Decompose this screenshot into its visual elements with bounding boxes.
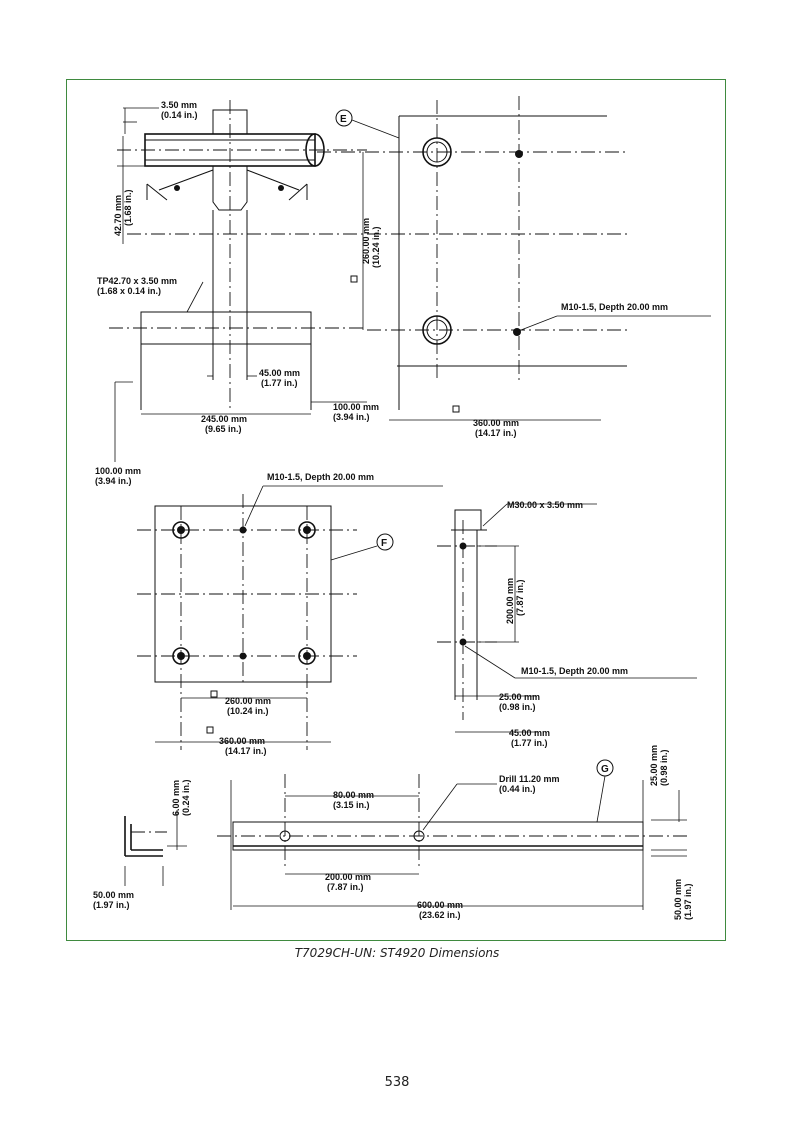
dim-g-flange-in: (1.97 in.) [93,900,130,910]
page-number: 538 [384,1075,410,1090]
dim-g-height-mm: 25.00 mm [649,745,659,786]
callout-e: E [340,114,347,125]
thread-spec-e: M10-1.5, Depth 20.00 mm [561,302,668,312]
dim-side-in: (3.94 in.) [333,412,370,422]
dim-g-length-in: (23.62 in.) [419,910,461,920]
dim-f-width-in: (14.17 in.) [225,746,267,756]
callout-g: G [601,764,609,775]
dim-height-in: (10.24 in.) [371,226,381,268]
figure-caption: T7029CH-UN: ST4920 Dimensions [294,946,500,960]
dim-g-thick-mm: 6.00 mm [171,780,181,816]
callout-f: F [381,538,387,549]
dim-g-first-in: (3.15 in.) [333,800,370,810]
dim-f-thick-in: (0.98 in.) [499,702,536,712]
dim-f-width-mm: 360.00 mm [219,736,265,746]
dim-f-height-in: (7.87 in.) [515,579,525,616]
nut-spec: M30.00 x 3.50 mm [507,500,583,510]
dimension-drawing: 3.50 mm (0.14 in.) 42.70 mm (1.68 in.) T… [93,96,711,920]
dim-g-first-mm: 80.00 mm [333,790,374,800]
dim-g-pitch-in: (7.87 in.) [327,882,364,892]
part-f [137,485,697,750]
dim-tube-mm: TP42.70 x 3.50 mm [97,276,177,286]
dim-f-depth-mm: 45.00 mm [509,728,550,738]
dim-left-mm: 100.00 mm [95,466,141,476]
dim-f-height-mm: 200.00 mm [505,578,515,624]
dim-g-thick-in: (0.24 in.) [181,779,191,816]
drill-spec-mm: Drill 11.20 mm [499,774,560,784]
part-e-labels: 3.50 mm (0.14 in.) 42.70 mm (1.68 in.) T… [95,100,668,486]
dim-pipe-wall-mm: 3.50 mm [161,100,197,110]
dim-height-mm: 260.00 mm [361,218,371,264]
dim-f-thick-mm: 25.00 mm [499,692,540,702]
drill-spec-in: (0.44 in.) [499,784,536,794]
dim-g-leg-mm: 50.00 mm [673,879,683,920]
part-f-labels: M10-1.5, Depth 20.00 mm M30.00 x 3.50 mm… [219,472,628,756]
dim-plate-in: (14.17 in.) [475,428,517,438]
dim-offset-in: (1.77 in.) [261,378,298,388]
part-e-bracket [109,100,367,462]
dim-f-hole-mm: 260.00 mm [225,696,271,706]
part-g [124,759,687,910]
dim-g-pitch-mm: 200.00 mm [325,872,371,882]
dim-pipe-dia-in: (1.68 in.) [123,189,133,226]
thread-spec-f-side: M10-1.5, Depth 20.00 mm [521,666,628,676]
dim-g-length-mm: 600.00 mm [417,900,463,910]
part-g-labels: 6.00 mm (0.24 in.) 80.00 mm (3.15 in.) D… [93,745,693,920]
dim-left-in: (3.94 in.) [95,476,132,486]
dim-width-mm: 245.00 mm [201,414,247,424]
dim-pipe-dia-mm: 42.70 mm [113,195,123,236]
dim-g-height-in: (0.98 in.) [659,749,669,786]
dim-side-mm: 100.00 mm [333,402,379,412]
part-e-plate [127,96,711,421]
dim-tube-in: (1.68 x 0.14 in.) [97,286,161,296]
dim-pipe-wall-in: (0.14 in.) [161,110,198,120]
dim-width-in: (9.65 in.) [205,424,242,434]
dim-f-hole-in: (10.24 in.) [227,706,269,716]
thread-spec-f-top: M10-1.5, Depth 20.00 mm [267,472,374,482]
dim-f-depth-in: (1.77 in.) [511,738,548,748]
dim-plate-mm: 360.00 mm [473,418,519,428]
figure-frame: 3.50 mm (0.14 in.) 42.70 mm (1.68 in.) T… [66,79,726,941]
dim-g-leg-in: (1.97 in.) [683,883,693,920]
dim-g-flange-mm: 50.00 mm [93,890,134,900]
dim-offset-mm: 45.00 mm [259,368,300,378]
